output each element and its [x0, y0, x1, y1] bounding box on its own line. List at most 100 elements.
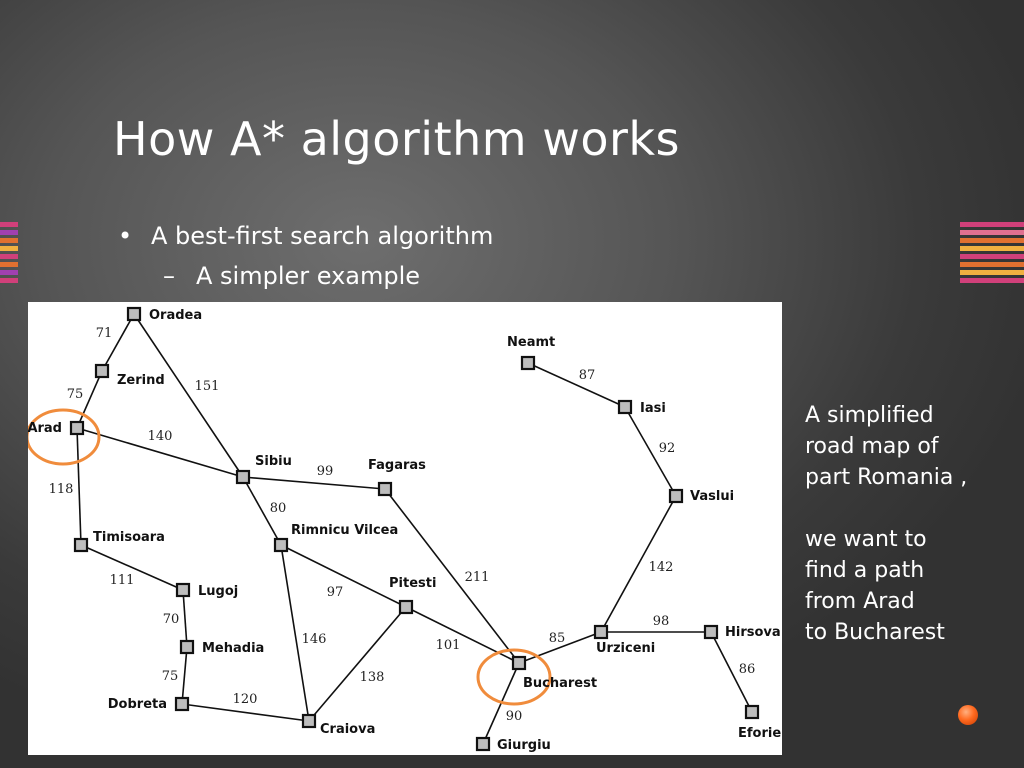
- city-node-sibiu: [235, 469, 251, 485]
- city-label-giurgiu: Giurgiu: [497, 738, 551, 753]
- city-label-vaslui: Vaslui: [690, 489, 734, 504]
- city-node-fagaras: [377, 481, 393, 497]
- sub-bullet-text: A simpler example: [196, 262, 421, 290]
- road-sibiu-fagaras: [242, 476, 386, 490]
- side-note: A simplified road map of part Romania , …: [805, 400, 1015, 648]
- orb-decoration: [958, 705, 978, 725]
- city-node-urziceni: [593, 624, 609, 640]
- road-fagaras-bucharest: [384, 488, 520, 664]
- road-distance-label: 118: [49, 482, 74, 497]
- city-label-urziceni: Urziceni: [596, 641, 655, 656]
- road-distance-label: 71: [96, 326, 113, 341]
- road-distance-label: 146: [302, 632, 327, 647]
- city-node-pitesti: [398, 599, 414, 615]
- city-label-pitesti: Pitesti: [389, 576, 436, 591]
- city-node-neamt: [520, 355, 536, 371]
- road-rimnicu-pitesti: [280, 544, 407, 608]
- city-node-iasi: [617, 399, 633, 415]
- road-arad-sibiu: [76, 427, 244, 478]
- side-note-line: find a path: [805, 558, 925, 583]
- city-node-dobreta: [174, 696, 190, 712]
- road-bucharest-urziceni: [518, 631, 602, 664]
- city-label-mehadia: Mehadia: [202, 641, 264, 656]
- side-note-line: to Bucharest: [805, 620, 945, 645]
- road-distance-label: 99: [317, 464, 334, 479]
- bullet-text: A best-first search algorithm: [151, 222, 494, 250]
- road-sibiu-rimnicu: [242, 476, 282, 546]
- road-distance-label: 98: [653, 614, 670, 629]
- city-label-rimnicu: Rimnicu Vilcea: [291, 523, 398, 538]
- road-distance-label: 140: [148, 429, 173, 444]
- road-timisoara-lugoj: [80, 544, 184, 591]
- highlight-ring-bucharest: [476, 648, 552, 706]
- city-node-oradea: [126, 306, 142, 322]
- city-label-neamt: Neamt: [507, 335, 555, 350]
- road-oradea-zerind: [101, 313, 135, 372]
- road-distance-label: 151: [195, 379, 220, 394]
- road-oradea-sibiu: [133, 313, 244, 478]
- city-node-lugoj: [175, 582, 191, 598]
- city-label-craiova: Craiova: [320, 722, 375, 737]
- city-label-arad: Arad: [28, 421, 62, 436]
- road-hirsova-eforie: [710, 631, 753, 713]
- road-dobreta-craiova: [181, 703, 310, 722]
- city-node-mehadia: [179, 639, 195, 655]
- city-label-fagaras: Fagaras: [368, 458, 426, 473]
- road-mehadia-dobreta: [181, 646, 188, 705]
- road-distance-label: 97: [327, 585, 344, 600]
- side-note-line: we want to: [805, 527, 927, 552]
- highlight-ring-arad: [25, 408, 101, 466]
- city-node-rimnicu: [273, 537, 289, 553]
- side-note-line: road map of: [805, 434, 939, 459]
- road-arad-timisoara: [76, 427, 82, 546]
- city-label-eforie: Eforie: [738, 726, 781, 741]
- bullet-marker: •: [118, 222, 133, 250]
- left-stripe-decoration: [0, 222, 18, 283]
- road-distance-label: 70: [163, 612, 180, 627]
- road-lugoj-mehadia: [182, 589, 188, 648]
- road-iasi-neamt: [527, 362, 626, 408]
- city-node-timisoara: [73, 537, 89, 553]
- side-note-line: A simplified: [805, 403, 934, 428]
- side-note-gap: [805, 493, 1015, 524]
- city-node-arad: [69, 420, 85, 436]
- city-label-zerind: Zerind: [117, 373, 165, 388]
- city-node-vaslui: [668, 488, 684, 504]
- road-craiova-pitesti: [308, 606, 407, 722]
- city-label-bucharest: Bucharest: [523, 676, 597, 691]
- road-distance-label: 85: [549, 631, 566, 646]
- road-distance-label: 120: [233, 692, 258, 707]
- romania-map-graph: 7175151140118111707512099809714613810121…: [25, 306, 781, 753]
- road-vaslui-iasi: [624, 406, 677, 497]
- city-node-hirsova: [703, 624, 719, 640]
- slide-title: How A* algorithm works: [113, 112, 680, 166]
- road-distance-label: 101: [436, 638, 461, 653]
- city-label-timisoara: Timisoara: [93, 530, 165, 545]
- city-label-lugoj: Lugoj: [198, 584, 238, 599]
- road-distance-label: 142: [649, 560, 674, 575]
- road-distance-label: 111: [110, 573, 135, 588]
- road-distance-label: 211: [465, 570, 490, 585]
- side-note-line: from Arad: [805, 589, 915, 614]
- road-distance-label: 80: [270, 501, 287, 516]
- city-label-sibiu: Sibiu: [255, 454, 292, 469]
- city-label-hirsova: Hirsova: [725, 625, 781, 640]
- city-node-craiova: [301, 713, 317, 729]
- city-node-giurgiu: [475, 736, 491, 752]
- sub-bullet-marker: –: [163, 262, 175, 290]
- city-label-oradea: Oradea: [149, 308, 202, 323]
- road-urziceni-vaslui: [600, 495, 677, 633]
- road-distance-label: 90: [506, 709, 523, 724]
- road-distance-label: 86: [739, 662, 756, 677]
- road-rimnicu-craiova: [280, 544, 310, 722]
- city-label-dobreta: Dobreta: [108, 697, 167, 712]
- road-distance-label: 87: [579, 368, 596, 383]
- side-note-line: part Romania ,: [805, 465, 968, 490]
- road-pitesti-bucharest: [405, 606, 520, 664]
- road-distance-label: 92: [659, 441, 676, 456]
- road-distance-label: 75: [162, 669, 179, 684]
- road-zerind-arad: [76, 370, 103, 429]
- city-node-zerind: [94, 363, 110, 379]
- right-stripe-decoration: [960, 222, 1024, 283]
